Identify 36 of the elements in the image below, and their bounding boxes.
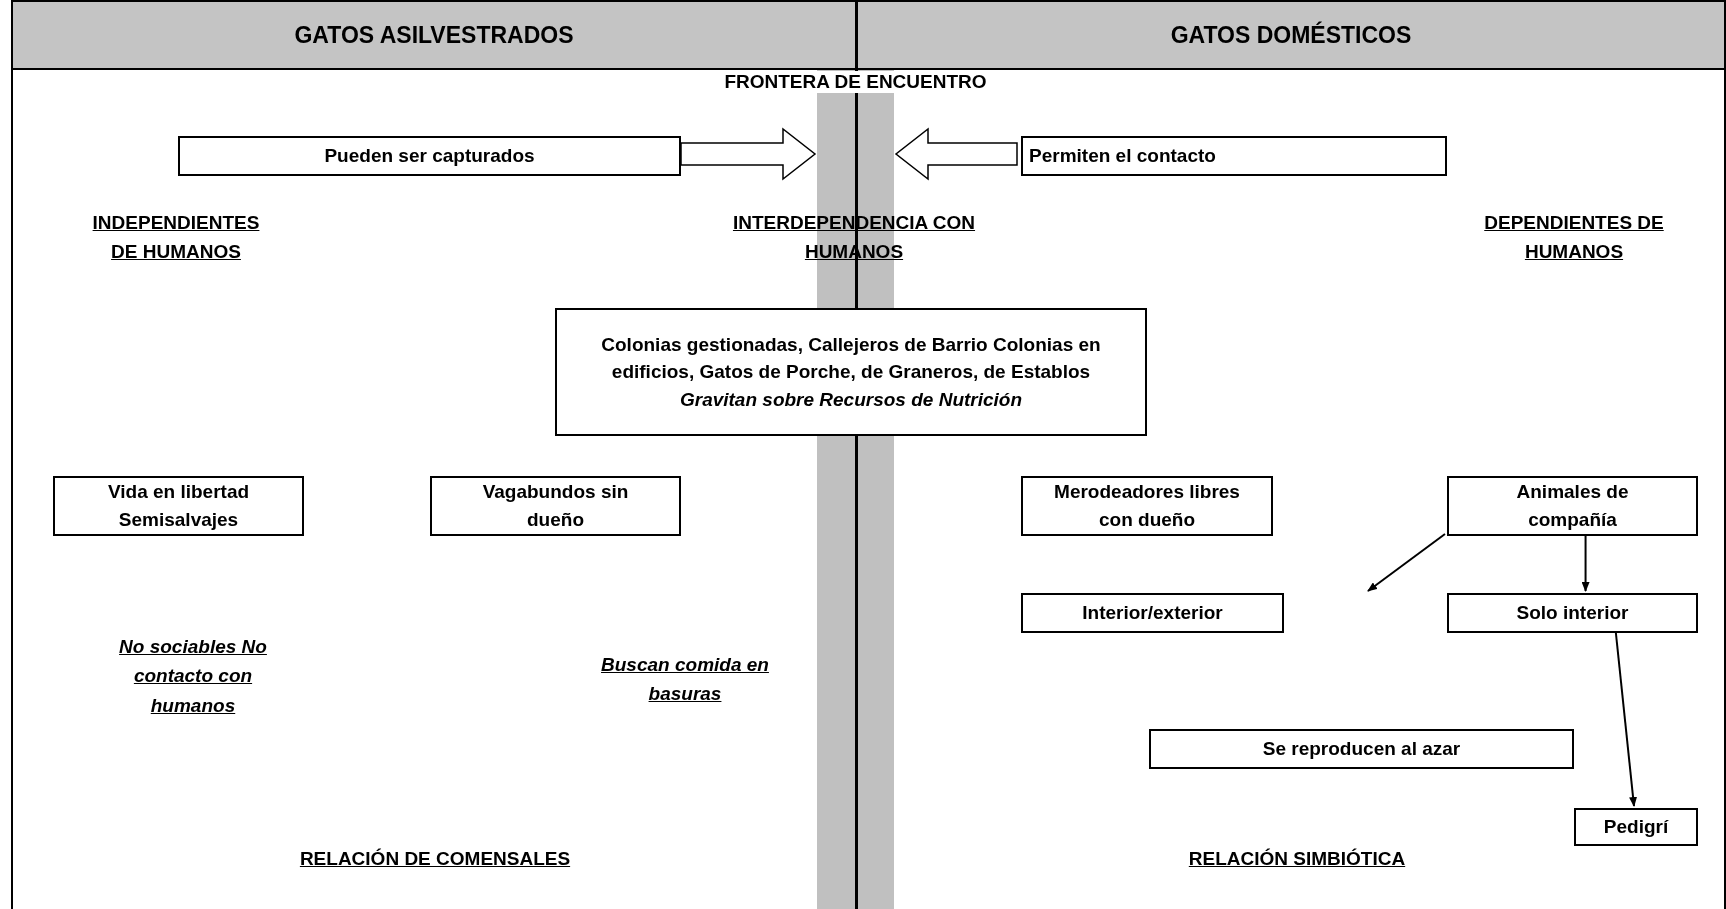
- box-text: Merodeadores libres con dueño: [1053, 480, 1241, 532]
- text-box: [1021, 593, 1284, 633]
- caption-text: DEPENDIENTES DE HUMANOS: [1483, 211, 1665, 265]
- box-text: Vagabundos sin dueño: [481, 480, 630, 532]
- text-box: [1447, 593, 1698, 633]
- arrow: [1367, 533, 1446, 592]
- box-text: Pueden ser capturados: [324, 144, 535, 169]
- arrow: [1581, 533, 1590, 592]
- caption-text: RELACIÓN SIMBIÓTICA: [1187, 847, 1407, 871]
- box-text: Solo interior: [1516, 601, 1629, 626]
- caption-text: INDEPENDIENTES DE HUMANOS: [91, 211, 261, 265]
- text-box: [555, 308, 1147, 436]
- text-box: [1021, 476, 1273, 536]
- caption-text: No sociables No contacto con humanos: [118, 635, 268, 718]
- block-arrow: [680, 127, 817, 181]
- column-header: GATOS DOMÉSTICOS: [858, 2, 1724, 70]
- box-text: Interior/exterior: [1082, 601, 1223, 626]
- caption-text: Buscan comida en basuras: [600, 653, 770, 707]
- text-box: [53, 476, 304, 536]
- caption-text: RELACIÓN DE COMENSALES: [298, 847, 572, 871]
- box-text: Gravitan sobre Recursos de Nutrición: [679, 387, 1023, 412]
- arrow: [1614, 630, 1638, 807]
- box-text: Animales de compañía: [1515, 480, 1630, 532]
- box-text: Permiten el contacto: [1029, 144, 1216, 169]
- text-box: [430, 476, 681, 536]
- block-arrow: [894, 127, 1018, 181]
- box-text: Pedigrí: [1603, 815, 1669, 840]
- column-header: GATOS ASILVESTRADOS: [13, 2, 855, 70]
- box-text: Se reproducen al azar: [1262, 737, 1461, 762]
- box-text: Colonias gestionadas, Callejeros de Barrio Colonias en edificios, Gatos de Porche, de Graneros, de Establos: [601, 332, 1101, 385]
- box-text: Vida en libertad Semisalvajes: [106, 480, 251, 532]
- text-box: [1447, 476, 1698, 536]
- text-box: [1574, 808, 1698, 846]
- text-box: [1149, 729, 1574, 769]
- text-box: [1021, 136, 1447, 176]
- text-box: [178, 136, 681, 176]
